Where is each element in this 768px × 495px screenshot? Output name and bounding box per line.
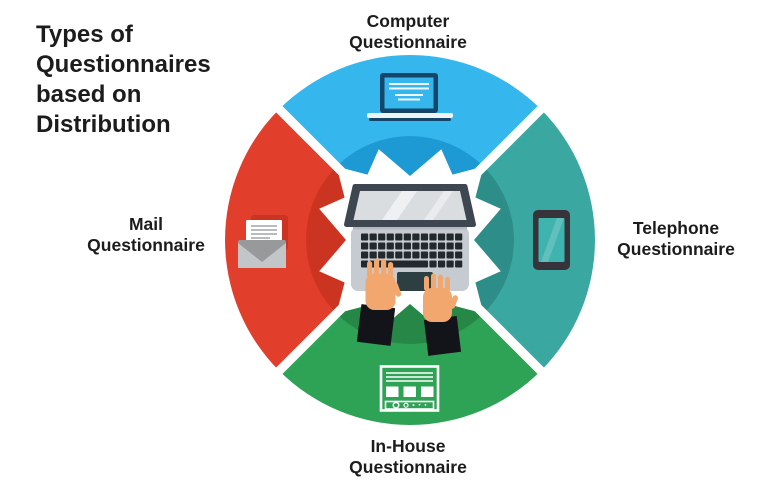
right-hand-skin: [423, 273, 458, 322]
letter-lines: [251, 225, 277, 239]
telephone-chevron-band: [474, 166, 514, 314]
right-hand: [423, 273, 462, 356]
gap-bottom-right: [442, 272, 562, 392]
mail-questionnaire-label: Mail Questionnaire: [87, 214, 205, 255]
inhouse-questionnaire-label: In-House Questionnaire: [349, 436, 467, 477]
gap-bottom-left: [258, 272, 378, 392]
storefront-windows: [386, 386, 434, 397]
laptop-icon-screen-lines: [389, 83, 429, 101]
storefront-dots: [412, 403, 427, 406]
left-sleeve: [356, 304, 396, 346]
left-hand-skin: [365, 258, 402, 310]
computer-questionnaire-label: Computer Questionnaire: [349, 11, 467, 52]
telephone-questionnaire-label: Telephone Questionnaire: [617, 218, 735, 259]
inhouse-segment: [279, 312, 541, 425]
storefront-form-icon: [379, 365, 440, 412]
page-title: Types of Questionnaires based on Distrib…: [36, 21, 211, 138]
open-envelope-icon: [238, 215, 288, 268]
mail-chevron-band: [306, 166, 346, 314]
spacebar-key: [380, 260, 424, 268]
laptop-hinge-shade: [353, 227, 467, 230]
smartphone-icon: [533, 210, 570, 270]
computer-chevron-band: [336, 136, 484, 176]
laptop-icon: [367, 73, 453, 121]
laptop-screen: [353, 191, 467, 220]
right-sleeve: [423, 316, 462, 356]
hands-typing-on-laptop: [344, 184, 476, 356]
left-hand: [356, 258, 402, 346]
screen-glare-2: [424, 191, 453, 220]
phone-screen-glare: [541, 218, 564, 262]
screen-glare-1: [382, 191, 417, 220]
